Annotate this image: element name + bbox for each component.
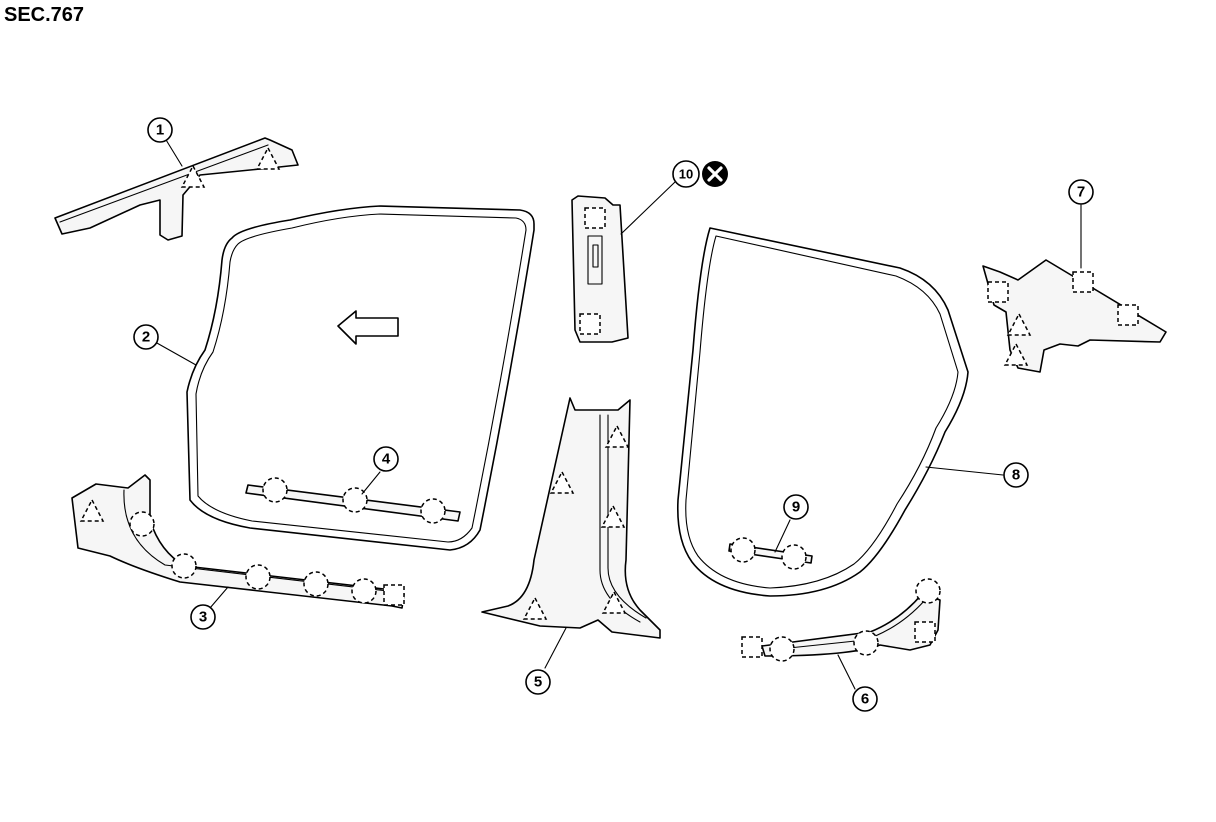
metal-clip-icon: [741, 636, 763, 658]
front-kicking-plate: [71, 474, 405, 609]
metal-clip-icon: [383, 584, 405, 606]
callout-4: 4: [373, 446, 399, 472]
rear-kicking-plate: [741, 578, 941, 690]
metal-clip-icon: [1072, 271, 1094, 293]
center-pillar-lower-garnish: [481, 397, 661, 669]
clip-icon: [853, 630, 879, 656]
arrow-left-icon: [337, 310, 399, 345]
metal-clip-icon: [579, 313, 601, 335]
metal-clip-icon: [914, 621, 936, 643]
svg-text:7: 7: [1077, 184, 1085, 201]
metal-clip-icon: [584, 207, 606, 229]
front-pillar-garnish: [54, 129, 299, 241]
callout-2: 2: [133, 324, 159, 350]
svg-text:3: 3: [199, 609, 207, 626]
clip-icon: [730, 537, 756, 563]
clip-icon: [351, 578, 377, 604]
rear-door-welt: [676, 227, 1004, 597]
svg-text:1: 1: [156, 122, 164, 139]
rear-pillar-finisher: [982, 204, 1167, 373]
callout-10: 10: [672, 160, 700, 188]
metal-clip-icon: [987, 281, 1009, 303]
callout-9: 9: [783, 494, 809, 520]
svg-text:6: 6: [861, 691, 869, 708]
circle-x-icon: [702, 161, 728, 187]
clip-icon: [262, 477, 288, 503]
callout-3: 3: [190, 604, 216, 630]
rear-scuff-strip: [728, 519, 813, 570]
callout-8: 8: [1003, 462, 1029, 488]
svg-text:8: 8: [1012, 467, 1020, 484]
clip-icon: [129, 511, 155, 537]
clip-icon: [245, 564, 271, 590]
clip-icon: [303, 571, 329, 597]
clip-icon: [420, 498, 446, 524]
callout-7: 7: [1068, 179, 1094, 205]
clip-icon: [781, 544, 807, 570]
metal-clip-icon: [1117, 304, 1139, 326]
svg-text:2: 2: [142, 329, 150, 346]
svg-text:4: 4: [382, 451, 391, 468]
section-label: SEC.767: [4, 4, 85, 26]
svg-text:10: 10: [679, 167, 693, 182]
callout-5: 5: [525, 669, 551, 695]
svg-text:9: 9: [792, 499, 800, 516]
callout-6: 6: [852, 686, 878, 712]
clip-icon: [171, 553, 197, 579]
front-scuff-strip: [245, 471, 461, 524]
callout-1: 1: [147, 117, 173, 143]
clip-icon: [915, 578, 941, 604]
clip-icon: [769, 636, 795, 662]
center-pillar-upper-garnish: [571, 181, 676, 343]
svg-text:5: 5: [534, 674, 542, 691]
